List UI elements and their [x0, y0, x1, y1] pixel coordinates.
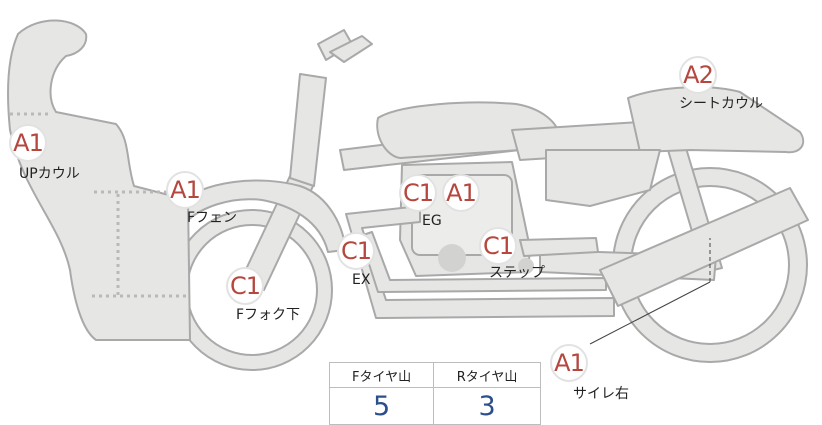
rear-frame	[545, 149, 661, 207]
damage-code-badge: A1	[166, 171, 204, 209]
part-label: ステップ	[489, 265, 545, 281]
part-label: EG	[422, 213, 442, 229]
damage-code-badge: C1	[226, 267, 264, 305]
damage-code-badge: A1	[550, 344, 588, 382]
part-label: Fフォク下	[236, 307, 301, 323]
silencer-leader-line	[589, 238, 711, 345]
silencer	[599, 187, 809, 307]
front-tyre-header: Fタイヤ山	[328, 362, 435, 388]
tyre-tread-table: Fタイヤ山 Rタイヤ山 5 3	[328, 362, 541, 425]
part-label: サイレ右	[573, 386, 629, 402]
tyre-table-value-row: 5 3	[328, 387, 541, 425]
damage-code-badge: C1	[337, 232, 375, 270]
fork-upper	[289, 73, 327, 187]
part-label: Fフェン	[187, 210, 238, 226]
part-label: シートカウル	[679, 96, 763, 112]
part-label: UPカウル	[19, 166, 80, 182]
damage-code-badge: A1	[9, 124, 47, 162]
front-tyre-value: 5	[328, 387, 435, 425]
fuel-tank	[376, 101, 561, 159]
damage-code-badge: A2	[679, 56, 717, 94]
damage-code-badge: A1	[442, 174, 480, 212]
handlebar	[329, 35, 373, 63]
damage-code-badge: C1	[399, 174, 437, 212]
cowl-seam-lines	[10, 112, 186, 298]
tyre-table-header-row: Fタイヤ山 Rタイヤ山	[328, 362, 541, 388]
seat-cowl	[627, 86, 805, 154]
part-label: EX	[352, 272, 371, 288]
step	[519, 237, 599, 257]
rear-tyre-header: Rタイヤ山	[433, 362, 541, 388]
damage-code-badge: C1	[479, 227, 517, 265]
rear-tyre-value: 3	[433, 387, 541, 425]
